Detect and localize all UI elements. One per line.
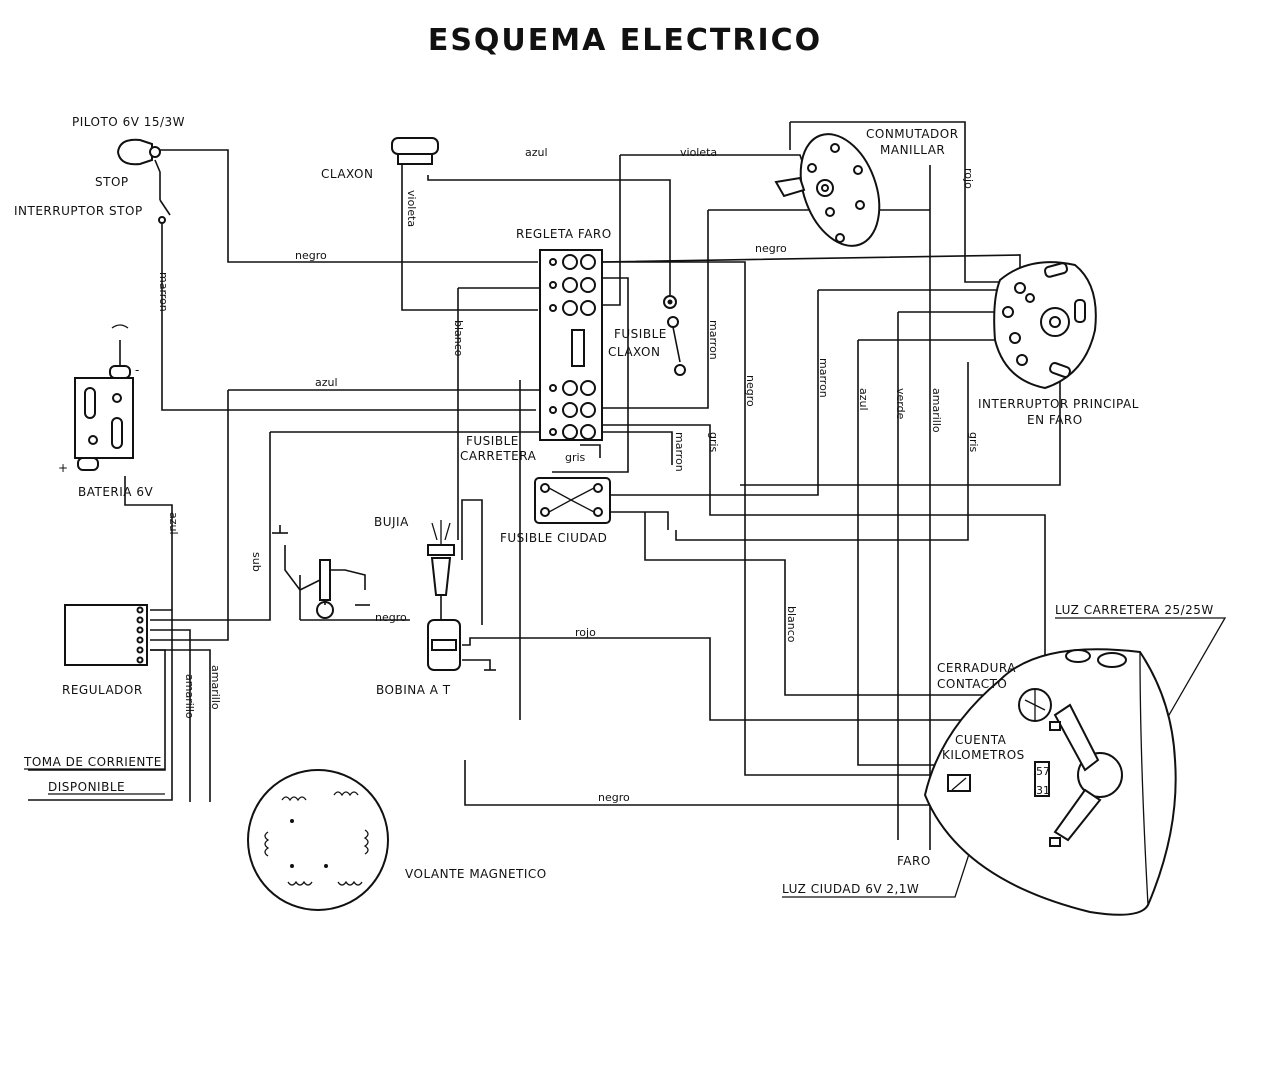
- wire-label-blanco-regleta: blanco: [452, 320, 465, 357]
- label-regleta-faro: REGLETA FARO: [516, 227, 612, 241]
- label-disponible: DISPONIBLE: [48, 780, 125, 794]
- diagram-title: ESQUEMA ELECTRICO: [428, 23, 822, 58]
- faro: 57 31: [923, 648, 1177, 916]
- svg-text:-: -: [135, 363, 140, 377]
- wire-label-rojo-bobina: rojo: [575, 626, 596, 639]
- fusible-ciudad: [534, 477, 611, 524]
- label-interruptor-stop: INTERRUPTOR STOP: [14, 204, 143, 218]
- regleta-faro: [539, 249, 603, 441]
- wire-label-sub: sub: [250, 552, 263, 572]
- label-cerradura: CERRADURA: [937, 661, 1016, 675]
- conmutador-manillar: [774, 133, 881, 247]
- label-kilometros: KILOMETROS: [942, 748, 1025, 762]
- label-bobina: BOBINA A T: [376, 683, 451, 697]
- ruptor: [272, 525, 370, 619]
- wire-label-gris-fusible-vertical: gris: [707, 432, 720, 453]
- label-toma-corriente: TOMA DE CORRIENTE: [23, 755, 162, 769]
- wire-label-gris-fusible: gris: [565, 451, 586, 464]
- terminal-31: 31: [1036, 784, 1050, 797]
- label-claxon: CLAXON: [321, 167, 373, 181]
- label-luz-carretera: LUZ CARRETERA 25/25W: [1055, 603, 1214, 617]
- label-interruptor-principal: INTERRUPTOR PRINCIPAL: [978, 397, 1139, 411]
- claxon: [391, 137, 439, 165]
- wires: [28, 121, 1227, 898]
- label-fusible-carretera-2: CARRETERA: [460, 449, 537, 463]
- wire-label-violeta-top: violeta: [680, 146, 717, 159]
- volante-magnetico: [247, 769, 389, 911]
- wire-label-rojo-top: rojo: [962, 168, 975, 189]
- wire-label-marron-fusible: marron: [673, 432, 686, 472]
- label-en-faro: EN FARO: [1027, 413, 1083, 427]
- label-contacto: CONTACTO: [937, 677, 1007, 691]
- wire-label-azul-top: azul: [525, 146, 548, 159]
- wire-label-amarillo-faro: amarillo: [930, 388, 943, 433]
- stop-switch: [158, 199, 171, 224]
- wire-label-marron-stop: marron: [157, 272, 170, 312]
- wire-label-amarillo-regulador-1: amarillo: [209, 665, 222, 710]
- wire-label-blanco-faro: blanco: [785, 606, 798, 643]
- label-piloto: PILOTO 6V 15/3W: [72, 115, 185, 129]
- wire-label-negro-top: negro: [755, 242, 787, 255]
- interruptor-principal: [993, 261, 1097, 390]
- wire-label-negro-ruptor: negro: [375, 611, 407, 624]
- wire-label-negro-stop: negro: [295, 249, 327, 262]
- stop-lamp: [116, 138, 161, 166]
- wire-label-azul-regulador: azul: [167, 512, 180, 535]
- wire-label-azul-faro: azul: [857, 388, 870, 411]
- fusible-claxon: [663, 295, 686, 376]
- label-stop: STOP: [95, 175, 129, 189]
- label-cuenta: CUENTA: [955, 733, 1007, 747]
- wire-label-marron-interruptor: marron: [817, 358, 830, 398]
- label-luz-ciudad: LUZ CIUDAD 6V 2,1W: [782, 882, 919, 896]
- label-fusible-carretera-1: FUSIBLE: [466, 434, 519, 448]
- label-fusible-ciudad: FUSIBLE CIUDAD: [500, 531, 607, 545]
- wire-label-amarillo-regulador-2: amarillo: [183, 674, 196, 719]
- label-conmutador: CONMUTADOR: [866, 127, 959, 141]
- label-manillar: MANILLAR: [880, 143, 945, 157]
- wire-label-gris-interruptor: gris: [967, 432, 980, 453]
- wire-label-negro-bottom: negro: [598, 791, 630, 804]
- bateria: - +: [58, 324, 140, 475]
- label-fusible-claxon-1: FUSIBLE: [614, 327, 667, 341]
- wire-label-marron-regleta: marron: [707, 320, 720, 360]
- label-volante: VOLANTE MAGNETICO: [405, 867, 547, 881]
- label-regulador: REGULADOR: [62, 683, 143, 697]
- svg-text:+: +: [58, 461, 69, 475]
- terminal-57: 57: [1036, 765, 1050, 778]
- regulador: [64, 604, 148, 666]
- wire-label-violeta-claxon: violeta: [405, 190, 418, 227]
- bobina-bujia: [427, 520, 496, 671]
- wire-label-verde: verde: [894, 388, 907, 420]
- label-fusible-claxon-2: CLAXON: [608, 345, 660, 359]
- label-faro: FARO: [897, 854, 931, 868]
- label-bateria: BATERIA 6V: [78, 485, 153, 499]
- wire-label-azul-battery: azul: [315, 376, 338, 389]
- label-bujia: BUJIA: [374, 515, 409, 529]
- wire-label-negro-vertical: negro: [744, 375, 757, 407]
